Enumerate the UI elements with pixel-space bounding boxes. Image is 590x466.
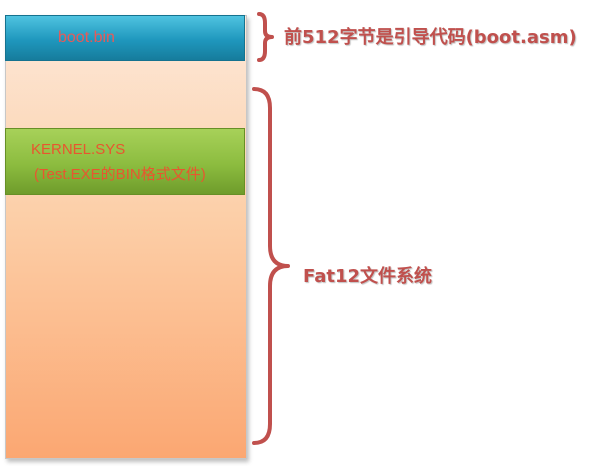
fat-annotation: Fat12文件系统 bbox=[303, 266, 433, 287]
boot-bin-block: boot.bin bbox=[5, 15, 245, 61]
boot-annotation: 前512字节是引导代码(boot.asm) bbox=[284, 27, 577, 48]
boot-brace-icon bbox=[257, 12, 274, 62]
fat-brace-icon bbox=[252, 87, 290, 445]
kernel-sys-label: KERNEL.SYS bbox=[31, 141, 126, 158]
disk-image-column bbox=[5, 15, 247, 459]
kernel-sys-description: (Test.EXE的BIN格式文件) bbox=[34, 166, 206, 183]
boot-bin-label: boot.bin bbox=[58, 29, 115, 46]
kernel-sys-block: KERNEL.SYS (Test.EXE的BIN格式文件) bbox=[5, 128, 245, 195]
